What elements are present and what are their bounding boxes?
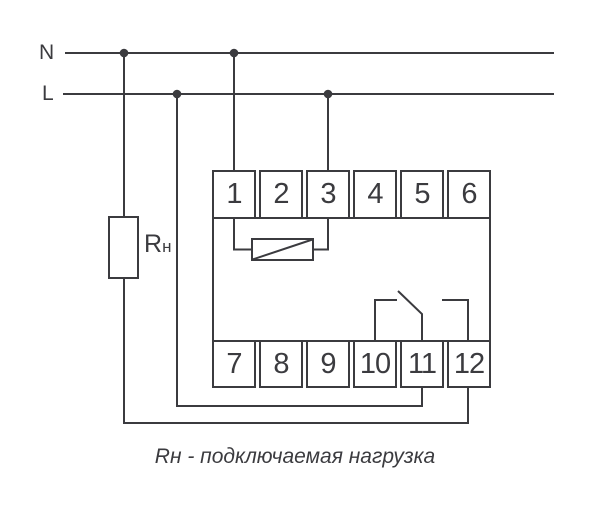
junction-dot bbox=[172, 89, 182, 99]
terminal-row-top bbox=[212, 170, 491, 219]
terminal-label-7: 7 bbox=[226, 347, 242, 380]
terminal-box-9 bbox=[306, 340, 350, 388]
load-label-r: R bbox=[144, 230, 163, 258]
coil-diagonal bbox=[252, 238, 313, 261]
changeover-contact-symbol bbox=[374, 290, 469, 341]
terminal-label-3: 3 bbox=[320, 178, 336, 210]
terminal-box-4 bbox=[353, 170, 397, 219]
terminal-label-2: 2 bbox=[273, 178, 289, 210]
terminal-box-10 bbox=[353, 340, 397, 388]
terminal-label-8: 8 bbox=[273, 347, 289, 380]
load-label-sub: н bbox=[162, 237, 172, 256]
load-label: Rн bbox=[144, 230, 172, 258]
terminal-label-12: 12 bbox=[453, 347, 485, 380]
terminal-box-12 bbox=[447, 340, 491, 388]
contact-fixed-left bbox=[374, 299, 397, 341]
junction-dot bbox=[119, 48, 129, 58]
terminal-label-4: 4 bbox=[367, 178, 383, 210]
coil-lead-left bbox=[233, 218, 252, 251]
terminal-label-11: 11 bbox=[407, 347, 437, 380]
junction-dot bbox=[323, 89, 333, 99]
terminal-box-11 bbox=[400, 340, 444, 388]
contact-blade bbox=[397, 290, 423, 341]
junction-dot bbox=[229, 48, 239, 58]
load-resistor-symbol bbox=[108, 216, 139, 279]
wire-phase-to-terminal-11 bbox=[176, 94, 423, 407]
terminal-box-5 bbox=[400, 170, 444, 219]
device-body bbox=[212, 217, 491, 342]
wire-load-to-terminal-12 bbox=[123, 278, 469, 424]
terminal-box-2 bbox=[259, 170, 303, 219]
terminal-label-1: 1 bbox=[226, 178, 242, 210]
terminal-box-7 bbox=[212, 340, 256, 388]
terminal-box-8 bbox=[259, 340, 303, 388]
terminal-box-3 bbox=[306, 170, 350, 219]
coil-lead-right bbox=[313, 218, 329, 251]
terminal-box-6 bbox=[447, 170, 491, 219]
terminal-row-bottom bbox=[212, 340, 491, 388]
terminal-label-5: 5 bbox=[414, 178, 430, 210]
phase-label: L bbox=[42, 82, 54, 105]
terminal-label-9: 9 bbox=[320, 347, 336, 380]
coil-symbol bbox=[233, 218, 329, 261]
caption: Rн - подключаемая нагрузка bbox=[154, 445, 436, 468]
contact-fixed-right bbox=[442, 299, 469, 341]
terminal-label-6: 6 bbox=[461, 178, 477, 210]
neutral-label: N bbox=[39, 41, 55, 64]
terminal-label-10: 10 bbox=[359, 347, 391, 380]
